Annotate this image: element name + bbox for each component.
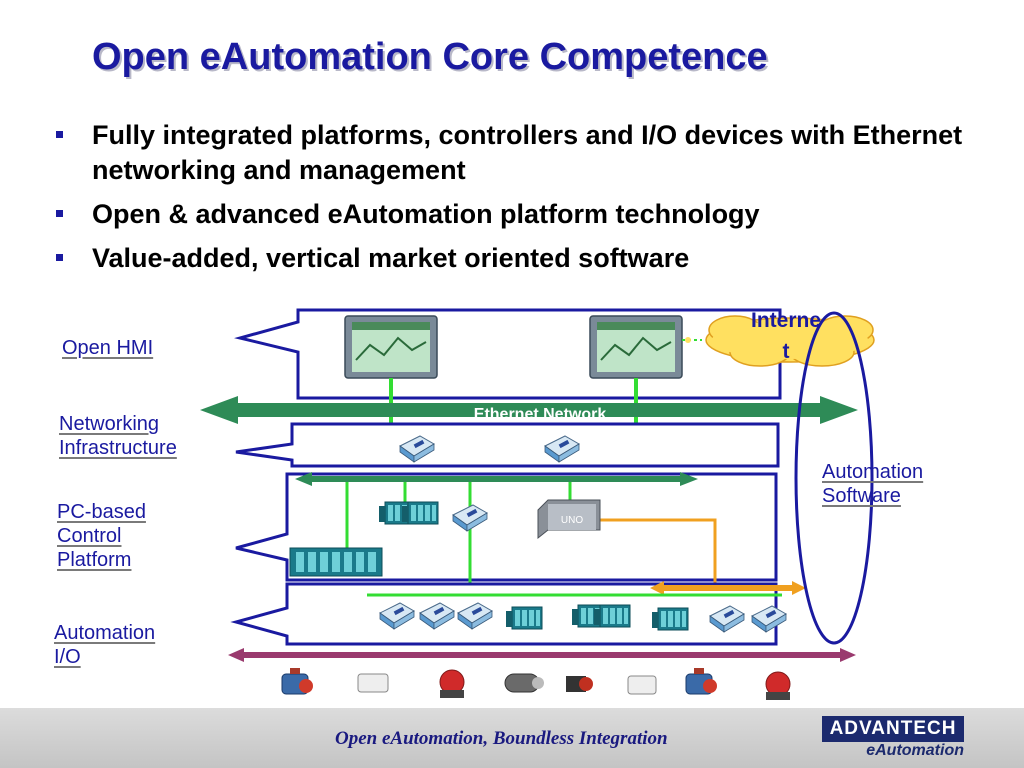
emergency-stop-icon xyxy=(439,669,465,698)
footer-bar: Open eAutomation, Boundless Integration … xyxy=(0,708,1024,768)
layer-label-line: Infrastructure xyxy=(59,437,177,459)
software-label-line: Automation xyxy=(822,461,924,483)
advantech-logo: ADVANTECH eAutomation xyxy=(822,716,964,762)
footer-tagline: Open eAutomation, Boundless Integration xyxy=(335,728,668,749)
layer-label-line: Control xyxy=(57,525,122,547)
layer-label-automation-io: Automation I/O xyxy=(54,621,155,669)
layer-label-open-hmi: Open HMI xyxy=(62,336,153,360)
ethernet-bus-arrow xyxy=(200,396,858,424)
control-bus-arrow xyxy=(295,472,698,486)
emergency-stop-icon xyxy=(765,671,791,700)
internet-label: Interne xyxy=(751,309,821,332)
bullet-item: Value-added, vertical market oriented so… xyxy=(52,241,1012,276)
automation-software-ellipse xyxy=(794,311,874,645)
logo-sub: eAutomation xyxy=(866,742,964,759)
bullet-item: Open & advanced eAutomation platform tec… xyxy=(52,197,1012,232)
square-bullet-icon xyxy=(56,131,63,138)
proximity-sensor-icon xyxy=(504,673,544,693)
io-bus-orange-arrow xyxy=(650,581,806,595)
layer-label-line: Automation xyxy=(54,622,156,644)
bullet-list: Fully integrated platforms, controllers … xyxy=(52,118,1012,285)
square-bullet-icon xyxy=(56,210,63,217)
internet-label: t xyxy=(783,340,790,363)
layer-label-line: I/O xyxy=(54,646,81,668)
hmi-panel-icon xyxy=(344,315,438,379)
automation-software-label: Automation Software xyxy=(822,460,923,508)
layer-label-line: PC-based xyxy=(57,501,146,523)
layer-label-networking: Networking Infrastructure xyxy=(59,412,177,460)
pc-controller-rack-icon xyxy=(289,547,383,577)
sensor-icon xyxy=(627,675,657,695)
layer-label-line: Networking xyxy=(59,413,160,435)
layer-label-text: Open HMI xyxy=(62,337,154,359)
layer-label-line: Platform xyxy=(57,549,132,571)
bullet-text: Fully integrated platforms, controllers … xyxy=(92,120,963,185)
networking-callout-frame xyxy=(235,422,780,468)
pilot-light-icon xyxy=(566,676,593,692)
logo-brand: ADVANTECH xyxy=(822,716,964,742)
hmi-callout-frame xyxy=(234,308,782,400)
bullet-text: Open & advanced eAutomation platform tec… xyxy=(92,199,760,229)
sensor-icon xyxy=(357,673,389,693)
square-bullet-icon xyxy=(56,254,63,261)
bullet-text: Value-added, vertical market oriented so… xyxy=(92,243,690,273)
hmi-panel-icon xyxy=(589,315,683,379)
valve-actuator-icon xyxy=(281,667,314,695)
bullet-item: Fully integrated platforms, controllers … xyxy=(52,118,1012,188)
slide-title: Open eAutomation Core Competence xyxy=(92,36,768,78)
valve-actuator-icon xyxy=(685,667,718,695)
ethernet-label: Ethernet Network xyxy=(474,406,607,423)
software-label-line: Software xyxy=(822,485,901,507)
io-bus-arrow xyxy=(228,648,856,662)
architecture-diagram: Interne t Ethernet Network UNO xyxy=(200,308,875,700)
controller-label: UNO xyxy=(561,515,583,526)
layer-label-pc-control: PC-based Control Platform xyxy=(57,500,146,572)
uno-controller-icon xyxy=(537,499,601,540)
